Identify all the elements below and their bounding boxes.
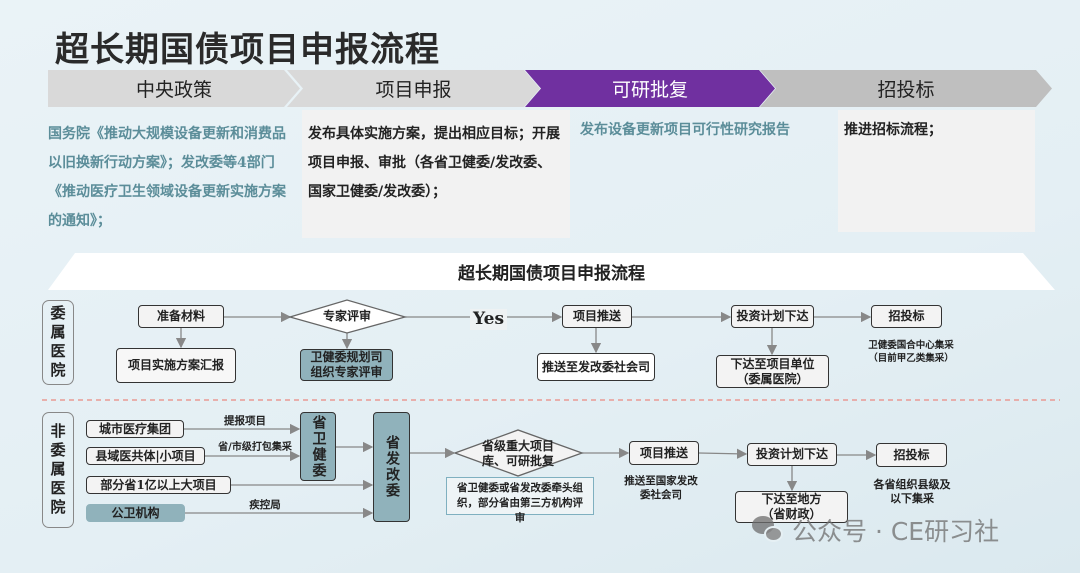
project-push-box-2: 项目推送: [629, 441, 699, 465]
stage-feasibility-approval: 可研批复: [525, 70, 775, 107]
section-label-affiliated: 委属医院: [42, 300, 74, 385]
issue-to-local-box: 下达至地方（省财政）: [735, 491, 848, 523]
provincial-health-box: 省卫健委: [300, 412, 336, 481]
push-to-note: 推送至国家发改委社会司: [624, 475, 698, 501]
bid-note-2: 各省组织县级及以下集采: [873, 478, 951, 505]
project-push-box: 项目推送: [562, 305, 632, 328]
watermark-text: 公众号 · CE研习社: [792, 517, 1000, 546]
org-review-box: 卫健委规划司组织专家评审: [300, 349, 393, 381]
investment-plan-box-2: 投资计划下达: [747, 443, 837, 466]
plan-report-box: 项目实施方案汇报: [116, 348, 236, 383]
provincial-ndrc-box: 省发改委: [373, 412, 410, 522]
review-note-box: 省卫健委或省发改委牵头组织，部分省由第三方机构评审: [446, 477, 594, 524]
stage-bidding: 招投标: [760, 70, 1052, 107]
flow-banner: 超长期国债项目申报流程: [48, 253, 1055, 290]
investment-plan-box: 投资计划下达: [731, 305, 814, 328]
edge-label-bundle: 省/市级打包集采: [218, 442, 292, 453]
bid-panel: 推进招标流程；: [838, 110, 1035, 232]
yes-label: Yes: [470, 309, 507, 330]
expert-review-diamond: [287, 299, 408, 334]
banner-title: 超长期国债项目申报流程: [458, 264, 645, 284]
stage-central-policy: 中央政策: [48, 70, 300, 107]
prepare-materials-box: 准备材料: [138, 305, 224, 328]
source-county: 县域医共体|小项目: [86, 447, 205, 465]
wechat-icon: [752, 516, 784, 544]
policy-panel: 国务院《推动大规模设备更新和消费品以旧换新行动方案》；发改委等4部门《推动医疗卫…: [48, 126, 286, 229]
edge-label-cdc: 疾控局: [249, 499, 281, 511]
provincial-decision-diamond: [453, 429, 584, 477]
study-panel: 发布设备更新项目可行性研究报告: [580, 122, 790, 138]
decision-label: 省级重大项目库、可研批复: [481, 439, 554, 468]
report-panel: 发布具体实施方案，提出相应目标；开展项目申报、审批（各省卫健委/发改委、国家卫健…: [302, 110, 570, 238]
page-title: 超长期国债项目申报流程: [55, 30, 440, 70]
push-to-box: 推送至发改委社会司: [537, 353, 655, 381]
watermark: 公众号 · CE研习社: [752, 512, 999, 548]
stage-project-report: 项目申报: [287, 70, 540, 107]
source-city-group: 城市医疗集团: [86, 420, 184, 438]
expert-review-label: 专家评审: [322, 309, 371, 323]
source-public-health: 公卫机构: [86, 504, 185, 522]
source-large-projects: 部分省1亿以上大项目: [86, 476, 231, 494]
edge-label-submit: 提报项目: [224, 415, 266, 427]
section-label-non-affiliated: 非委属医院: [42, 412, 74, 528]
bid-note: 卫健委国合中心集采（目前甲乙类集采）: [868, 340, 954, 364]
bidding-box: 招投标: [871, 305, 942, 328]
bidding-box-2: 招投标: [876, 443, 947, 467]
issue-to-unit-box: 下达至项目单位（委属医院）: [716, 355, 829, 388]
